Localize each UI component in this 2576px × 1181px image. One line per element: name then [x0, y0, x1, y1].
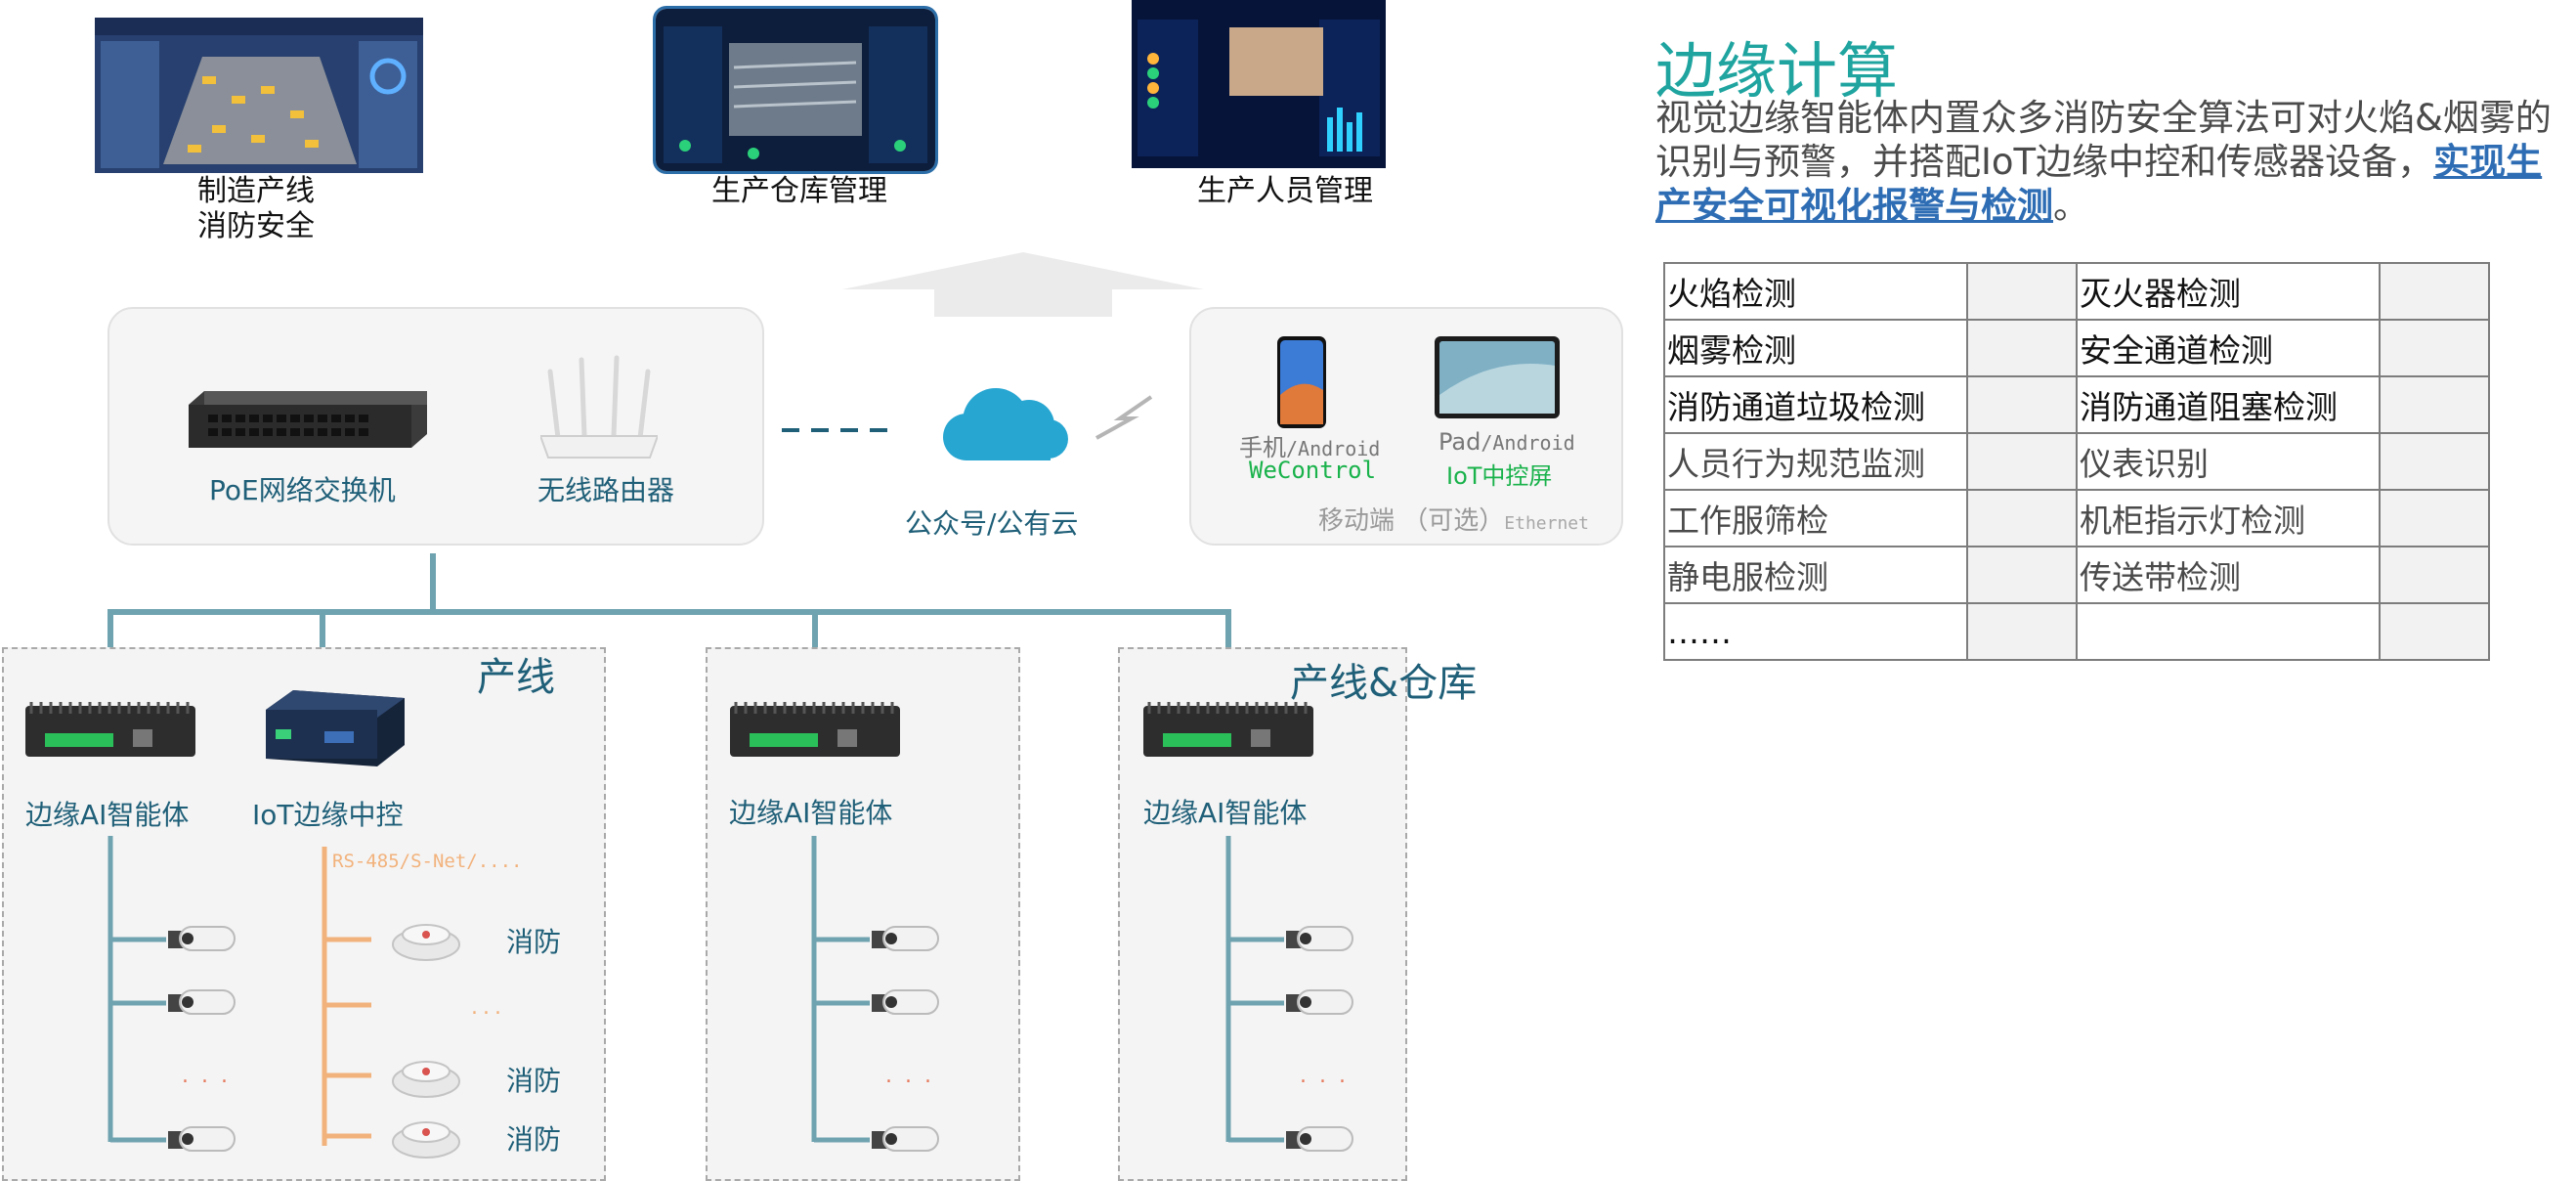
smoke-detector-icon — [392, 1121, 460, 1159]
camera-icon — [168, 989, 236, 1015]
table-cell: 工作服筛检 — [1663, 489, 1968, 547]
lightning-icon — [1095, 395, 1153, 440]
table-cell: …… — [1663, 602, 1968, 661]
screen-manufacturing-label: 制造产线 消防安全 — [197, 174, 315, 243]
table-row: 消防通道垃圾检测 消防通道阻塞检测 — [1663, 375, 2490, 434]
table-cell — [1966, 375, 2078, 434]
edge-algorithm-table: 火焰检测 灭火器检测 烟雾检测 安全通道检测 消防通道垃圾检测 消防通道阻塞检测… — [1663, 262, 2490, 661]
wireless-router-label: 无线路由器 — [537, 474, 675, 506]
zone3-edge-ai-label: 边缘AI智能体 — [1143, 797, 1308, 829]
iot-controller-icon — [266, 690, 405, 766]
cloud-icon — [943, 388, 1068, 460]
zone1-sensor-label: 消防 — [506, 1123, 562, 1156]
mobile-footer: 移动端 （可选）Ethernet — [1318, 506, 1589, 536]
upload-arrow-icon — [842, 252, 1204, 317]
camera-icon — [872, 926, 939, 951]
edge-description: 视觉边缘智能体内置众多消防安全算法可对火焰&烟雾的识别与预警，并搭配IoT边缘中… — [1655, 97, 2552, 227]
poe-switch-label: PoE网络交换机 — [209, 474, 396, 506]
table-cell — [2076, 602, 2381, 661]
table-cell — [2379, 375, 2490, 434]
zone1-sensor-label: 消防 — [506, 926, 562, 958]
table-cell: 火焰检测 — [1663, 262, 1968, 321]
table-cell: 静电服检测 — [1663, 546, 1968, 604]
table-cell: 传送带检测 — [2076, 546, 2381, 604]
table-cell: 烟雾检测 — [1663, 319, 1968, 377]
edge-ai-device-icon — [25, 702, 195, 757]
table-cell — [1966, 489, 2078, 547]
edge-ai-device-icon — [730, 702, 900, 757]
table-row: 静电服检测 传送带检测 — [1663, 546, 2490, 604]
table-cell — [2379, 602, 2490, 661]
table-cell — [2379, 262, 2490, 321]
table-cell: 灭火器检测 — [2076, 262, 2381, 321]
cloud-label: 公众号/公有云 — [905, 507, 1079, 540]
table-cell: 安全通道检测 — [2076, 319, 2381, 377]
cloud-link — [782, 428, 899, 432]
table-cell — [2379, 319, 2490, 377]
edge-description-link[interactable]: 实现生产安全可视化报警与检测 — [1655, 141, 2543, 227]
zone-production-line-title: 产线 — [477, 655, 555, 700]
screen-warehouse — [653, 6, 938, 174]
smoke-detector-icon — [392, 924, 460, 961]
screen-manufacturing — [95, 18, 423, 173]
zone1-sensor-ellipsis: ... — [471, 995, 506, 1020]
camera-icon — [168, 926, 236, 951]
zone-production-warehouse-title: 产线&仓库 — [1290, 661, 1478, 706]
table-row: 火焰检测 灭火器检测 — [1663, 262, 2490, 321]
table-row: 工作服筛检 机柜指示灯检测 — [1663, 489, 2490, 547]
camera-icon — [872, 989, 939, 1015]
table-cell: 消防通道垃圾检测 — [1663, 375, 1968, 434]
screen-personnel-label: 生产人员管理 — [1197, 174, 1373, 208]
edge-ai-device-icon — [1143, 702, 1313, 757]
zone1-sensor-tree — [322, 847, 371, 1146]
pad-label: Pad/Android — [1438, 428, 1575, 456]
table-cell — [1966, 602, 2078, 661]
wireless-router-icon — [540, 355, 658, 459]
camera-icon — [1286, 989, 1353, 1015]
phone-label: 手机/Android — [1239, 434, 1381, 461]
table-row: 烟雾检测 安全通道检测 — [1663, 319, 2490, 377]
table-cell — [2379, 489, 2490, 547]
table-row: 人员行为规范监测 仪表识别 — [1663, 432, 2490, 491]
zone1-iot-controller-label: IoT边缘中控 — [252, 799, 404, 831]
zone1-camera-ellipsis: . . . — [182, 1064, 231, 1088]
zone1-edge-ai-label: 边缘AI智能体 — [25, 799, 190, 831]
zone1-camera-tree — [107, 836, 166, 1143]
table-cell — [2379, 546, 2490, 604]
camera-icon — [1286, 1126, 1353, 1152]
phone-app-label: WeControl — [1249, 457, 1377, 484]
smoke-detector-icon — [392, 1061, 460, 1098]
camera-icon — [1286, 926, 1353, 951]
screen-warehouse-label: 生产仓库管理 — [711, 174, 887, 208]
table-cell — [1966, 546, 2078, 604]
zone2-edge-ai-label: 边缘AI智能体 — [729, 797, 893, 829]
table-cell: 仪表识别 — [2076, 432, 2381, 491]
zone3-camera-ellipsis: . . . — [1300, 1064, 1349, 1088]
edge-title: 边缘计算 — [1655, 35, 1899, 107]
zone2-camera-ellipsis: . . . — [885, 1064, 934, 1088]
zone1-sensor-label: 消防 — [506, 1065, 562, 1097]
table-cell — [1966, 432, 2078, 491]
table-cell: 机柜指示灯检测 — [2076, 489, 2381, 547]
zone3-camera-tree — [1225, 836, 1284, 1143]
table-cell: 人员行为规范监测 — [1663, 432, 1968, 491]
table-cell — [1966, 319, 2078, 377]
tablet-icon — [1435, 336, 1560, 418]
phone-icon — [1277, 336, 1326, 428]
table-row: …… — [1663, 602, 2490, 661]
zone1-protocol-label: RS-485/S-Net/.... — [332, 851, 523, 872]
pad-app-label: IoT中控屏 — [1446, 462, 1553, 490]
table-cell: 消防通道阻塞检测 — [2076, 375, 2381, 434]
poe-switch-icon — [189, 391, 427, 448]
zone2-camera-tree — [811, 836, 870, 1143]
table-cell — [2379, 432, 2490, 491]
screen-personnel — [1132, 0, 1386, 168]
camera-icon — [168, 1126, 236, 1152]
camera-icon — [872, 1126, 939, 1152]
table-cell — [1966, 262, 2078, 321]
